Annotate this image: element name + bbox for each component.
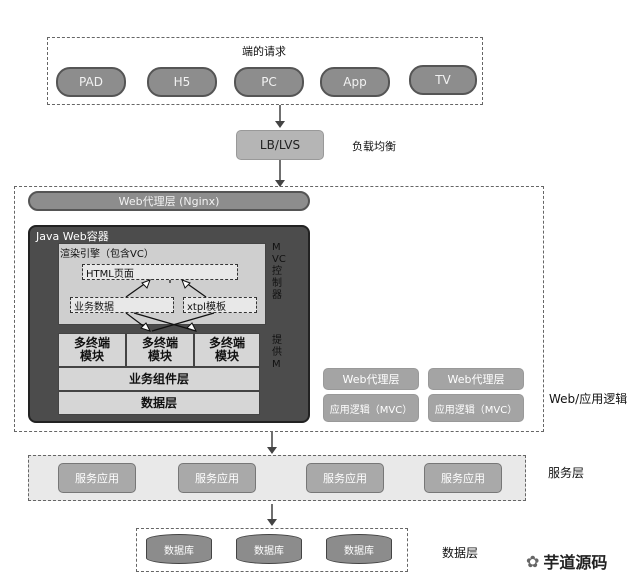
service-app-1: 服务应用 — [58, 463, 136, 493]
client-pc: PC — [234, 67, 304, 97]
side-app-2: 应用逻辑（MVC） — [428, 394, 524, 422]
module-3: 多终端 模块 — [194, 333, 260, 367]
module-1: 多终端 模块 — [58, 333, 126, 367]
client-pad: PAD — [56, 67, 126, 97]
service-layer-name: 服务层 — [548, 466, 585, 480]
data-layer-inner: 数据层 — [58, 391, 260, 415]
watermark: ✿ 芋道源码 — [526, 549, 607, 573]
database-layer-name: 数据层 — [442, 546, 479, 560]
xtpl-box: xtpl模板 — [183, 297, 257, 313]
nginx-proxy-bar: Web代理层 (Nginx) — [28, 191, 310, 211]
clients-layer — [47, 37, 483, 105]
watermark-text: 芋道源码 — [543, 553, 608, 572]
m-label: 提供M — [272, 335, 282, 370]
side-app-1: 应用逻辑（MVC） — [323, 394, 419, 422]
web-layer-name: Web/应用逻辑 — [549, 392, 628, 406]
wechat-icon: ✿ — [526, 551, 540, 571]
service-app-2: 服务应用 — [178, 463, 256, 493]
biz-data-box: 业务数据 — [70, 297, 174, 313]
html-page-box: HTML页面 — [82, 264, 238, 280]
lb-desc: 负载均衡 — [352, 140, 396, 153]
render-title: 渲染引擎（包含VC） — [60, 249, 154, 260]
database-1: 数据库 — [146, 534, 212, 564]
database-3: 数据库 — [326, 534, 392, 564]
service-app-3: 服务应用 — [306, 463, 384, 493]
client-tv: TV — [409, 65, 477, 95]
side-proxy-2: Web代理层 — [428, 368, 524, 390]
side-proxy-1: Web代理层 — [323, 368, 419, 390]
lb-box: LB/LVS — [236, 130, 324, 160]
module-2: 多终端 模块 — [126, 333, 194, 367]
mvc-label: MVC控制器 — [272, 242, 286, 301]
database-layer — [136, 528, 408, 572]
container-title: Java Web容器 — [36, 230, 109, 243]
database-2: 数据库 — [236, 534, 302, 564]
biz-components: 业务组件层 — [58, 367, 260, 391]
client-h5: H5 — [147, 67, 217, 97]
clients-title: 端的请求 — [242, 45, 286, 58]
client-app: App — [320, 67, 390, 97]
service-app-4: 服务应用 — [424, 463, 502, 493]
